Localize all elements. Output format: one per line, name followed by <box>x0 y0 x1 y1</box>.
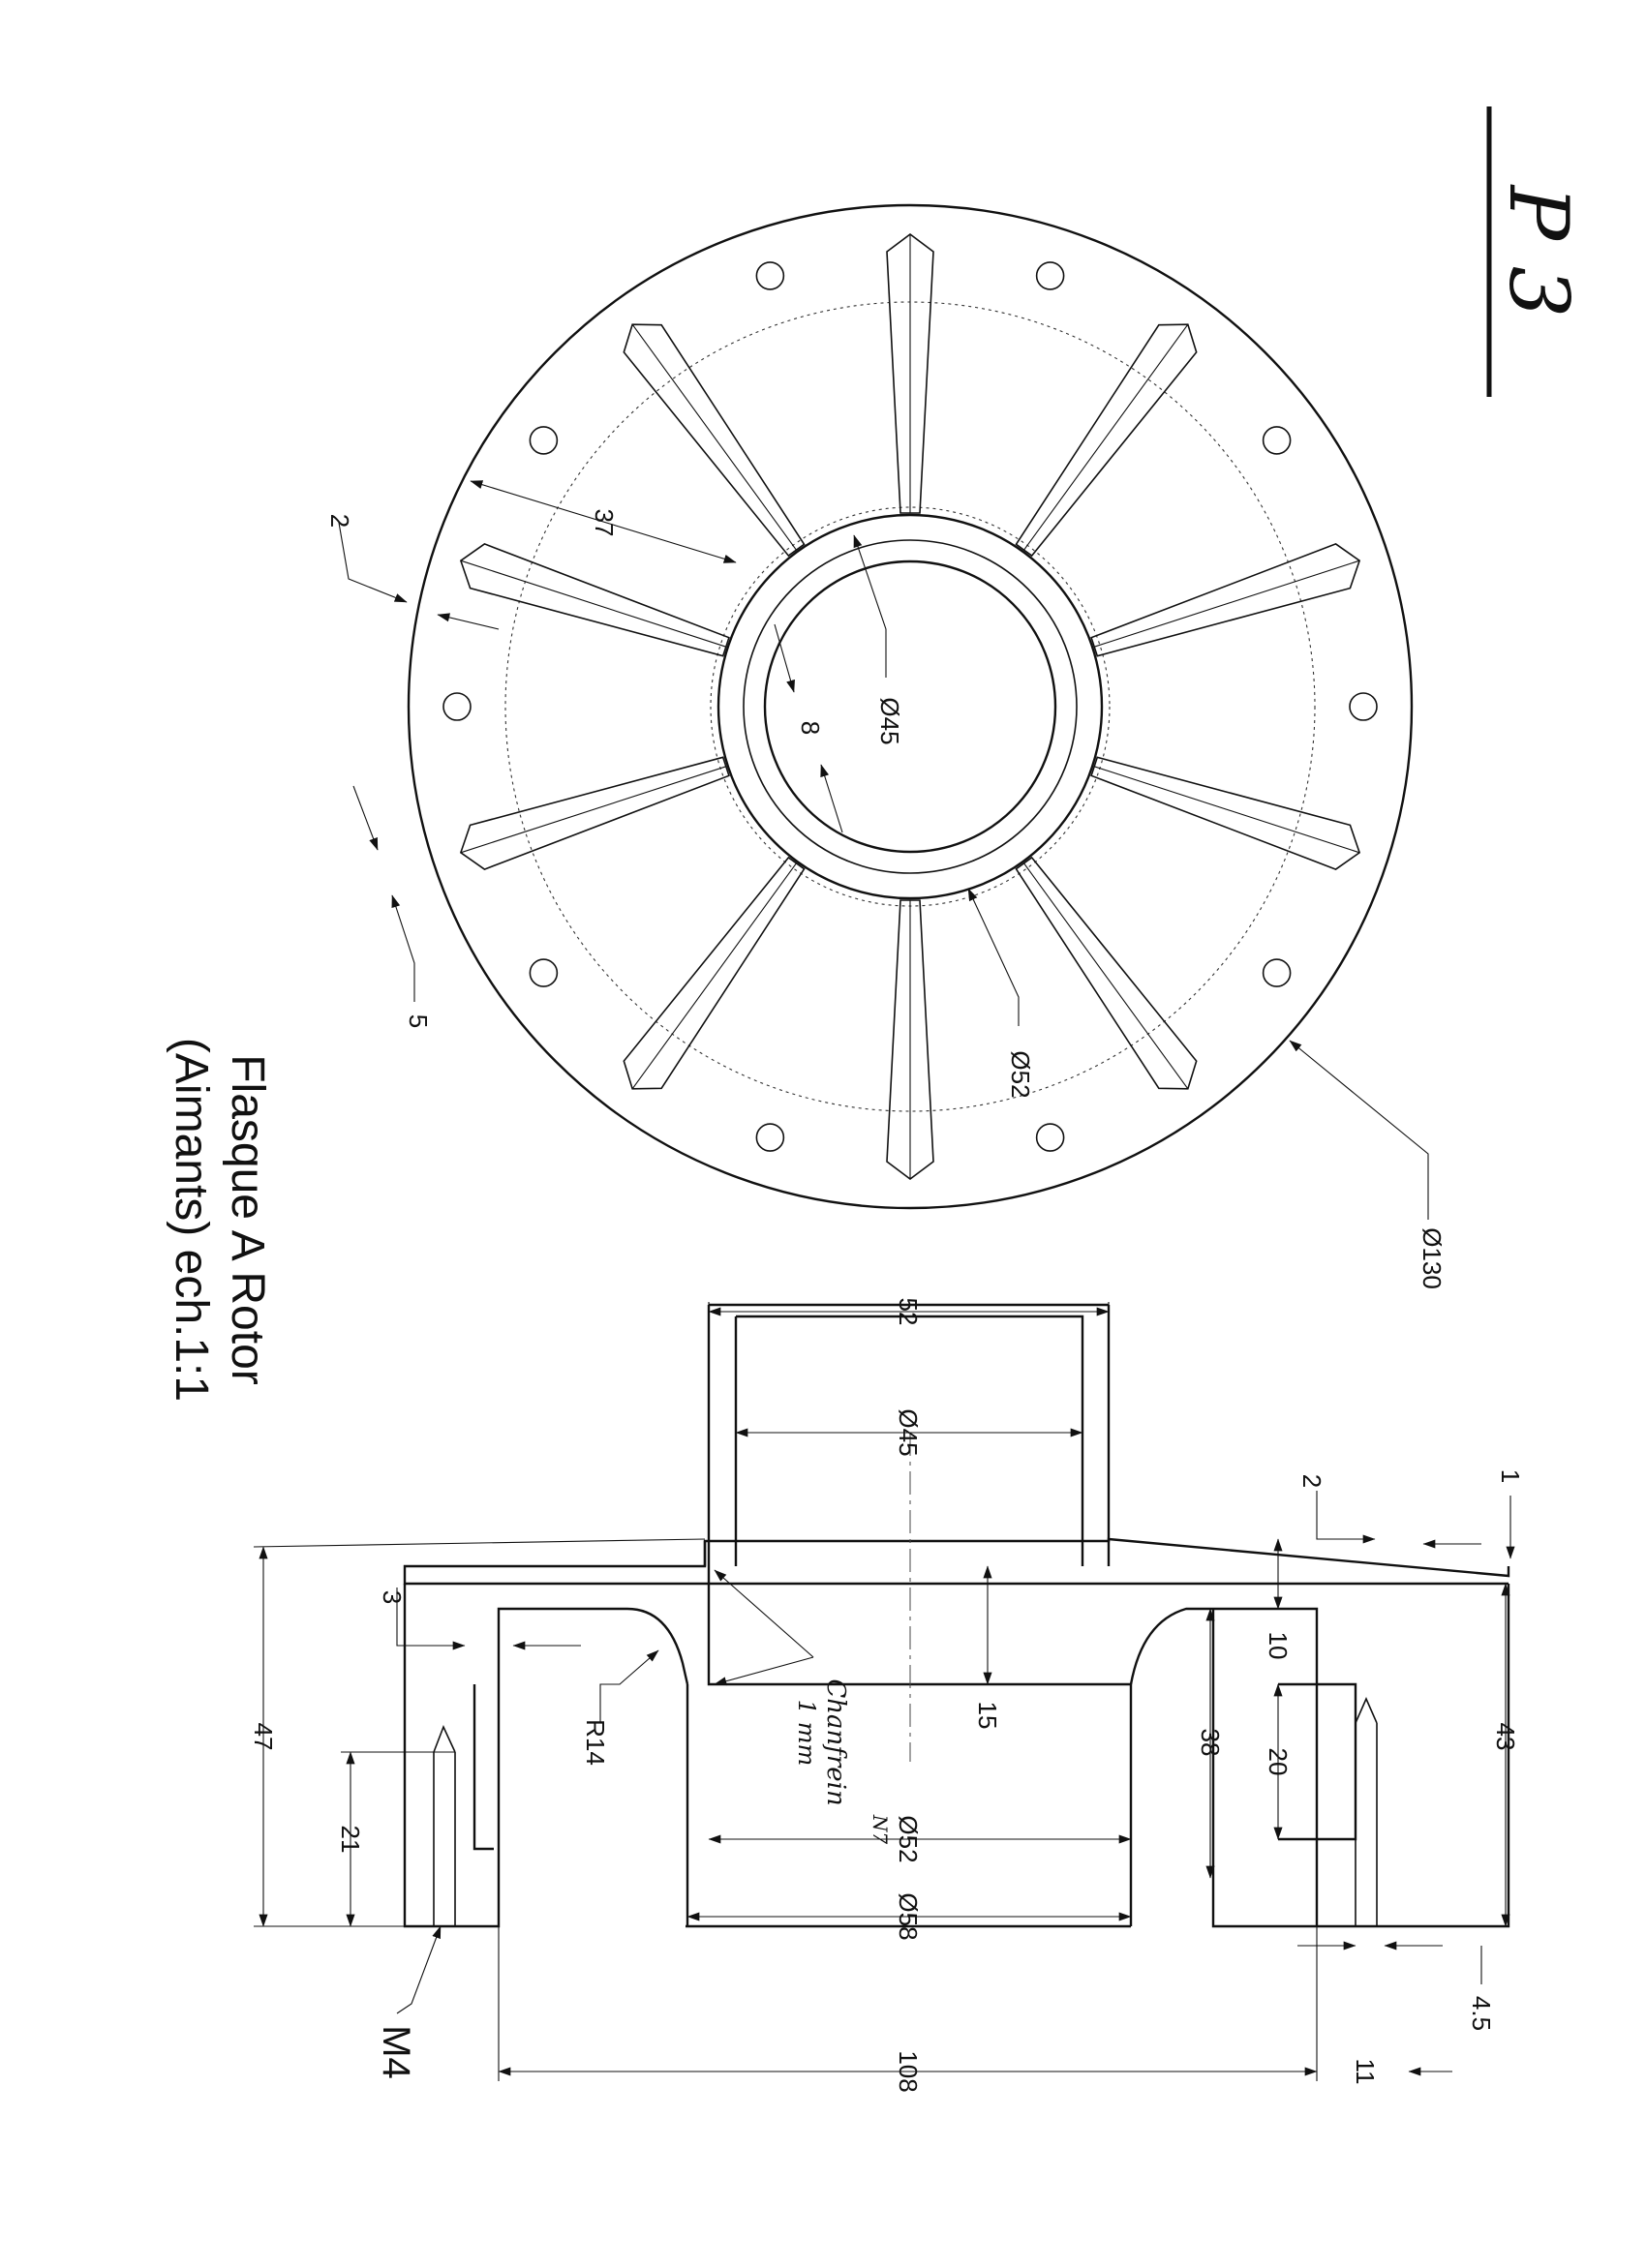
dim-outer-diameter: Ø130 <box>1417 1227 1447 1289</box>
rib <box>1015 323 1198 558</box>
mounting-hole <box>755 261 785 290</box>
mounting-holes-group <box>442 261 1378 1152</box>
title-line-1: Flasque A Rotor <box>222 1054 273 1385</box>
dim-bore-leader <box>853 534 887 678</box>
mounting-hole <box>1349 692 1378 721</box>
ext-5 <box>253 1538 706 1548</box>
bore-lower <box>686 1566 1133 1928</box>
dim-edge-2-leader <box>1316 1491 1376 1544</box>
dim-fillet-leader <box>599 1649 659 1723</box>
hub-circle <box>716 513 1104 900</box>
rib-ridge <box>460 559 726 648</box>
section-view: 52 Ø45 Ø52 N7 Ø58 108 47 43 10 15 38 <box>249 1298 1525 2093</box>
chamfer-note-line2: 1 mm <box>793 1700 820 1766</box>
left-flange <box>403 1584 689 1928</box>
dim-fillet: R14 <box>581 1719 610 1766</box>
dim-offset-leader <box>391 894 415 1002</box>
outer-circle <box>407 203 1414 1210</box>
dim-offset-arrow1 <box>352 785 379 851</box>
front-view: Ø130 Ø45 Ø52 37 2 8 5 <box>325 203 1447 1289</box>
dim-outer-leader <box>1289 1040 1429 1220</box>
mounting-hole <box>1262 958 1292 987</box>
dim-fit: Ø52 <box>894 1815 923 1862</box>
rib <box>886 899 934 1180</box>
bore-circle <box>763 559 1057 854</box>
dim-rib-chamfer: 2 <box>325 514 354 528</box>
rib <box>459 756 730 870</box>
dim-chamfer-arrow <box>437 613 500 630</box>
dim-shoulder: Ø58 <box>894 1892 923 1940</box>
hub-top <box>703 1303 1111 1566</box>
dim-rib-length: 37 <box>590 509 619 537</box>
chamfer-arrow2 <box>714 1656 814 1686</box>
rib <box>623 856 806 1090</box>
section-outline <box>403 1537 1510 1586</box>
rib-ridge <box>1023 323 1189 551</box>
dim-top-width: 52 <box>894 1298 923 1326</box>
chamfer-arrow1 <box>714 1569 814 1658</box>
dim-pocket: 20 <box>1264 1748 1293 1776</box>
dim-offset-11: 11 <box>1351 2059 1380 2085</box>
dim-thread: M4 <box>375 2025 417 2079</box>
right-flange <box>1129 1584 1510 1928</box>
dim-flange-thickness: 10 <box>1264 1632 1293 1660</box>
hub-dashed-circle <box>710 506 1111 907</box>
page-marker-group: P 3 <box>1486 106 1586 397</box>
dim-offset-4-5: 4.5 <box>1467 1996 1496 2031</box>
dim-total-height: 47 <box>249 1723 278 1751</box>
dim-rib-width: 8 <box>796 721 825 735</box>
rib-ridge <box>460 766 726 854</box>
dim-rib-length-line <box>470 480 737 563</box>
page-marker: P 3 <box>1491 184 1586 318</box>
mounting-hole <box>442 692 472 721</box>
chamfer-note-line1: Chanfrein <box>821 1678 850 1805</box>
rib <box>886 233 934 514</box>
mounting-hole <box>755 1123 785 1152</box>
dim-thread-depth: 21 <box>336 1826 365 1854</box>
title-line-2: (Aimants) ech.1:1 <box>166 1038 217 1402</box>
dim-hub-diameter: Ø52 <box>1006 1050 1035 1098</box>
dim-rib-width-arrow1 <box>774 623 795 693</box>
dim-wall-height: 38 <box>1196 1729 1225 1757</box>
dim-bore-depth: 15 <box>973 1702 1002 1730</box>
mounting-hole <box>529 426 559 455</box>
dim-edge-3: 3 <box>378 1590 407 1604</box>
ribs-group <box>459 233 1361 1180</box>
dim-inner-bore: Ø45 <box>875 697 904 744</box>
dim-edge-3-leader <box>396 1588 466 1650</box>
dim-edge-1: 1 <box>1496 1469 1525 1483</box>
mounting-hole <box>529 958 559 987</box>
rib-ridge <box>631 862 797 1090</box>
dim-bore: Ø45 <box>894 1408 923 1456</box>
dim-hub-leader <box>967 888 1020 1026</box>
rib <box>1015 856 1198 1090</box>
dim-chamfer-leader <box>338 522 408 603</box>
mounting-hole <box>1035 261 1065 290</box>
rib-ridge <box>631 323 797 551</box>
dim-height-43: 43 <box>1491 1723 1520 1751</box>
dim-edge-2: 2 <box>1297 1474 1326 1488</box>
mounting-hole <box>1035 1123 1065 1152</box>
rib <box>1090 756 1361 870</box>
dim-base-width: 108 <box>894 2050 923 2092</box>
rib <box>1090 543 1361 657</box>
hub-inner-circle <box>743 539 1078 874</box>
threaded-hole-right <box>1355 1697 1378 1926</box>
dim-fit-tolerance: N7 <box>869 1814 892 1845</box>
rib <box>459 543 730 657</box>
rib-ridge <box>1094 766 1360 854</box>
title-block: Flasque A Rotor (Aimants) ech.1:1 <box>166 1038 273 1402</box>
mounting-hole <box>1262 426 1292 455</box>
dim-rib-offset: 5 <box>404 1014 433 1028</box>
rib <box>623 323 806 558</box>
threaded-hole-left <box>433 1724 456 1926</box>
dim-thread-leader <box>396 1925 442 2014</box>
rib-ridge <box>1094 559 1360 648</box>
dim-rib-width-arrow2 <box>820 764 843 833</box>
rib-ridge <box>1023 862 1189 1090</box>
